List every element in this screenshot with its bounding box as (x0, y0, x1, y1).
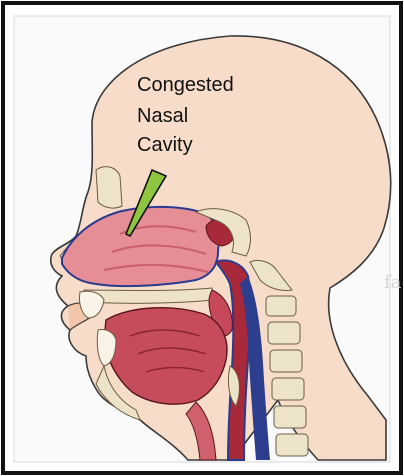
label-line-1: Congested (137, 74, 234, 96)
vertebra-4 (272, 378, 304, 400)
frontal-bone (96, 167, 122, 208)
vertebra-3 (270, 350, 302, 372)
vertebra-6 (276, 434, 308, 456)
label-line-3: Cavity (137, 134, 193, 156)
vertebra-1 (266, 296, 296, 316)
vertebra-5 (274, 406, 306, 428)
watermark: fa (384, 272, 402, 293)
label-line-2: Nasal (137, 105, 188, 127)
vertebra-2 (268, 322, 300, 344)
